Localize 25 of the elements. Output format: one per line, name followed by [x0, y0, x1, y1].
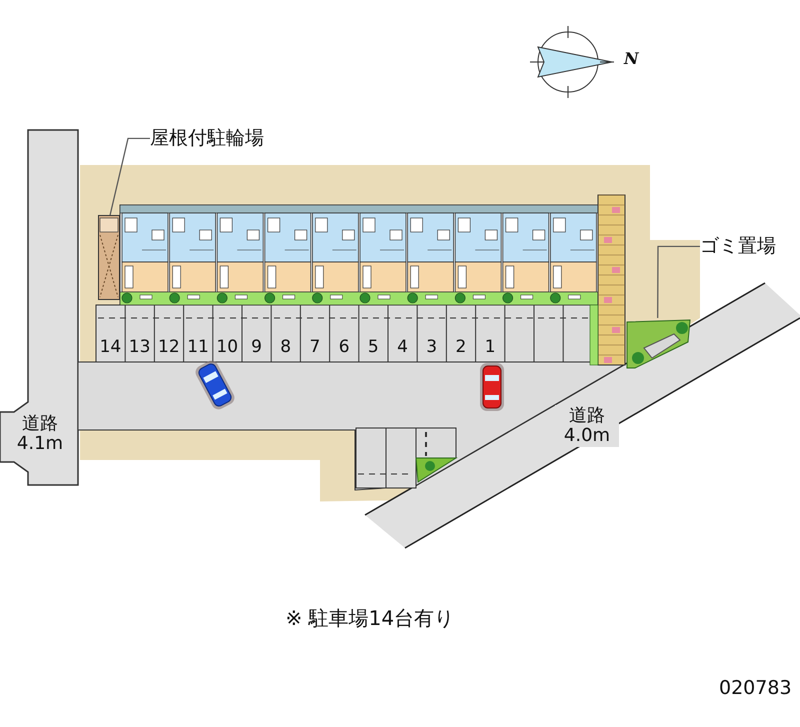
bicycle-shelter	[98, 215, 120, 300]
stall-number: 3	[426, 338, 438, 357]
garbage-area	[626, 318, 692, 370]
stall-number: 10	[216, 338, 238, 357]
stall-number: 8	[280, 338, 292, 357]
stall-number: 14	[100, 338, 122, 357]
stall-number: 7	[310, 338, 320, 357]
stall-number: 11	[187, 338, 209, 357]
stall-number: 4	[397, 338, 408, 357]
stall-number: 2	[456, 338, 466, 357]
reference-number: 020783	[719, 678, 792, 699]
note-text: ※ 駐車場14台有り	[286, 607, 454, 629]
callout-label: ゴミ置場	[700, 236, 776, 257]
north-label: N	[624, 50, 639, 68]
callout-label: 屋根付駐輪場	[150, 128, 264, 149]
stall-number: 9	[251, 338, 262, 357]
leader-line	[110, 138, 150, 216]
road-label: 道路 4.1m	[16, 414, 64, 454]
stall-number: 1	[484, 338, 496, 357]
leader-line	[657, 246, 700, 318]
stall-number: 6	[338, 338, 350, 357]
stall-number: 12	[158, 338, 180, 357]
stall-number: 13	[128, 338, 150, 357]
stall-number: 5	[368, 338, 379, 357]
road-label: 道路 4.0m	[555, 405, 619, 447]
